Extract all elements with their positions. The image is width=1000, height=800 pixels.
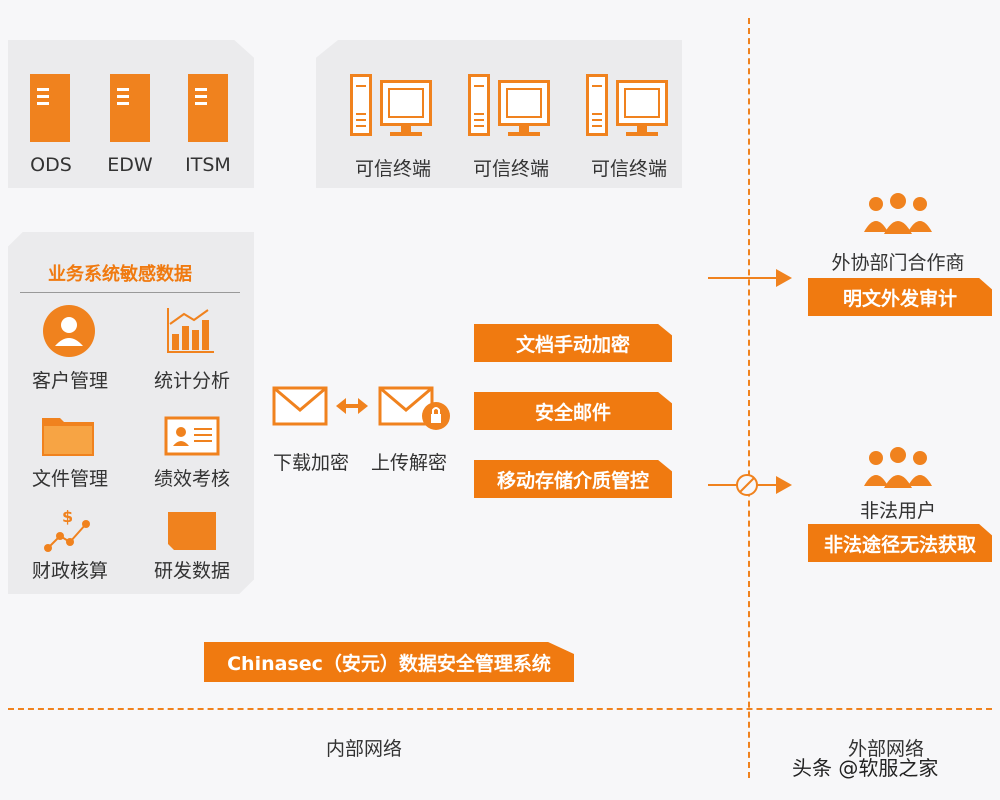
feature-secure-mail: 安全邮件 [474,392,672,430]
illegal-user-badge: 非法途径无法获取 [808,524,992,562]
partner-badge: 明文外发审计 [808,278,992,316]
server-icon [188,74,228,142]
blocked-icon [736,474,758,496]
svg-text:$: $ [62,507,73,526]
server-label-edw: EDW [107,154,153,176]
external-network-label: 外部网络 [847,738,924,760]
feature-removable-storage: 移动存储介质管控 [474,460,672,498]
terminal-label: 可信终端 [354,158,431,180]
id-card-icon [164,416,220,456]
business-item-label: 客户管理 [31,370,108,392]
watermark: 头条 @软服之家 [792,756,939,780]
illegal-user-label: 非法用户 [859,500,936,522]
network-boundary-vertical [748,18,750,778]
encrypted-envelope-icon [378,386,450,430]
people-group-icon [864,193,932,234]
feature-manual-encrypt: 文档手动加密 [474,324,672,362]
business-item-label: 研发数据 [153,560,230,582]
bar-chart-icon [167,308,214,353]
business-item-label: 绩效考核 [153,468,230,490]
network-boundary-horizontal [8,708,992,710]
download-encrypt-label: 下载加密 [272,452,349,474]
people-group-icon [864,447,932,488]
customer-icon [43,305,95,357]
divider [20,292,240,293]
server-icon [30,74,70,142]
rd-data-icon [168,512,216,550]
partner-label: 外协部门合作商 [831,252,965,274]
terminal-label: 可信终端 [590,158,667,180]
folder-icon [42,418,94,456]
upload-decrypt-label: 上传解密 [370,452,447,474]
envelope-icon [272,386,328,426]
business-item-label: 财政核算 [31,560,108,582]
terminal-label: 可信终端 [472,158,549,180]
server-label-ods: ODS [30,154,72,176]
system-label: Chinasec（安元）数据安全管理系统 [204,642,574,682]
server-icon [110,74,150,142]
finance-icon: $ [44,507,90,552]
server-label-itsm: ITSM [185,154,231,176]
double-arrow-icon [336,398,368,414]
business-panel-title: 业务系统敏感数据 [48,264,192,285]
internal-network-label: 内部网络 [325,738,402,760]
business-item-label: 统计分析 [153,370,230,392]
business-item-label: 文件管理 [31,468,108,490]
